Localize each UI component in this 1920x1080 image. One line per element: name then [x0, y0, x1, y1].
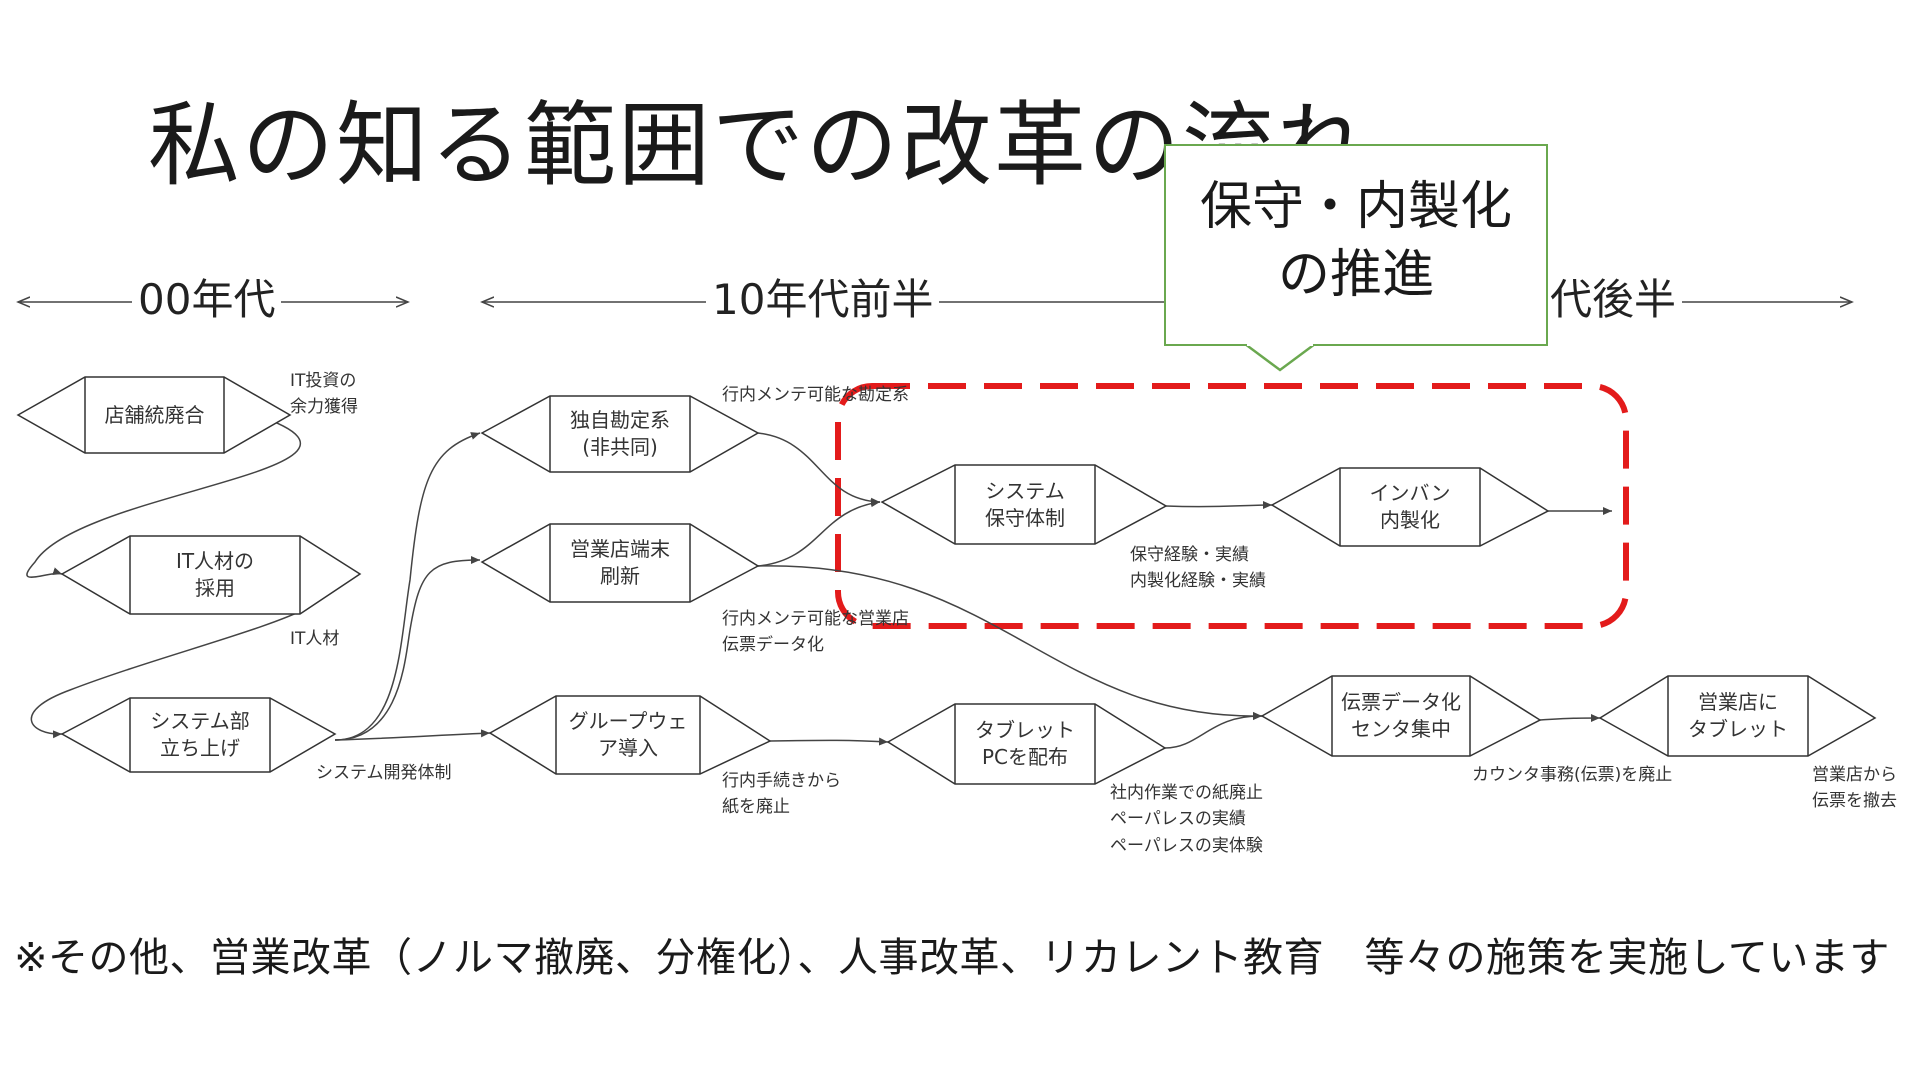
node-branch-terminal: 営業店端末 刷新 — [570, 537, 670, 588]
footer-note: ※その他、営業改革（ノルマ撤廃、分権化）、人事改革、リカレント教育 等々の施策を… — [14, 935, 1890, 981]
note-it-investment: IT投資の 余力獲得 — [290, 371, 358, 418]
note-dev-structure: システム開発体制 — [316, 763, 452, 783]
note-core-maintainable: 行内メンテ可能な勘定系 — [722, 385, 909, 405]
node-slip-center: 伝票データ化 センタ集中 — [1341, 690, 1461, 741]
callout-tail — [1245, 344, 1315, 372]
highlight-box — [835, 383, 1629, 629]
era-label-2000s: 00年代 — [132, 279, 282, 321]
node-shapes — [16, 376, 1877, 785]
node-internet-banking: インバン 内製化 — [1369, 481, 1451, 532]
callout-box: 保守・内製化 の推進 — [1164, 144, 1548, 346]
node-it-hiring: IT人材の 採用 — [175, 549, 255, 600]
note-branch-maintainable: 行内メンテ可能な営業店 伝票データ化 — [722, 609, 909, 656]
node-groupware: グループウェ ア導入 — [568, 709, 688, 760]
node-system-dept: システム部 立ち上げ — [150, 709, 250, 760]
node-store-consolidation: 店舗統廃合 — [104, 402, 205, 427]
node-tablet-pc: タブレット PCを配布 — [975, 718, 1075, 769]
note-maintenance-experience: 保守経験・実績 内製化経験・実績 — [1130, 545, 1266, 592]
node-core-banking: 独自勘定系 (非共同) — [570, 408, 670, 459]
note-slips-removed: 営業店から 伝票を撤去 — [1812, 765, 1897, 812]
note-it-talent: IT人材 — [290, 629, 340, 649]
note-counter-abolished: カウンタ事務(伝票)を廃止 — [1472, 765, 1673, 785]
node-branch-tablet: 営業店に タブレット — [1688, 690, 1788, 741]
note-paper-elimination: 行内手続きから 紙を廃止 — [722, 771, 841, 818]
note-paperless: 社内作業での紙廃止 ペーパレスの実績 ペーパレスの実体験 — [1110, 783, 1263, 856]
node-system-maintenance: システム 保守体制 — [985, 478, 1065, 530]
era-label-2010s-early: 10年代前半 — [706, 279, 940, 321]
era-label-2010s-late: 代後半 — [1544, 279, 1683, 321]
